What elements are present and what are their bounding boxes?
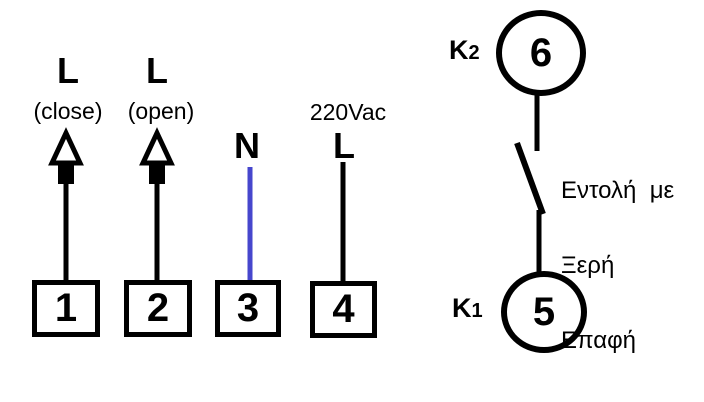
terminal-box-1: 1 bbox=[32, 280, 100, 337]
live-label: L bbox=[333, 125, 355, 166]
contact-terminal-number: 6 bbox=[529, 30, 553, 75]
terminal-number: 1 bbox=[54, 286, 78, 330]
line-label-close: L bbox=[57, 50, 79, 91]
relay-label-k1: K1 bbox=[452, 293, 483, 323]
terminal-box-3: 3 bbox=[215, 280, 281, 337]
switch-icon bbox=[514, 93, 546, 273]
function-label-open: (open) bbox=[127, 98, 195, 124]
line-label-open: L bbox=[146, 50, 168, 91]
dry-contact-note: Εντολή με Ξερή Επαφή bbox=[561, 128, 674, 402]
relay-label-k2: K2 bbox=[449, 35, 480, 65]
terminal-number: 4 bbox=[332, 287, 355, 331]
neutral-label: N bbox=[234, 125, 260, 166]
contact-terminal-number: 5 bbox=[532, 289, 556, 334]
note-line: Εντολή με bbox=[561, 177, 675, 204]
function-label-close: (close) bbox=[33, 98, 103, 124]
contact-circle-6: 6 bbox=[496, 10, 586, 96]
terminal-box-4: 4 bbox=[310, 281, 377, 338]
contact-circle-5: 5 bbox=[501, 271, 587, 353]
terminal-number: 3 bbox=[236, 286, 260, 330]
voltage-label: 220Vac bbox=[309, 99, 387, 125]
arrow-up-icon bbox=[48, 127, 84, 284]
arrow-up-icon bbox=[139, 127, 175, 284]
terminal-box-2: 2 bbox=[124, 280, 192, 337]
note-line: Ξερή bbox=[561, 252, 615, 279]
note-line: Επαφή bbox=[561, 327, 637, 354]
terminal-number: 2 bbox=[146, 286, 170, 330]
